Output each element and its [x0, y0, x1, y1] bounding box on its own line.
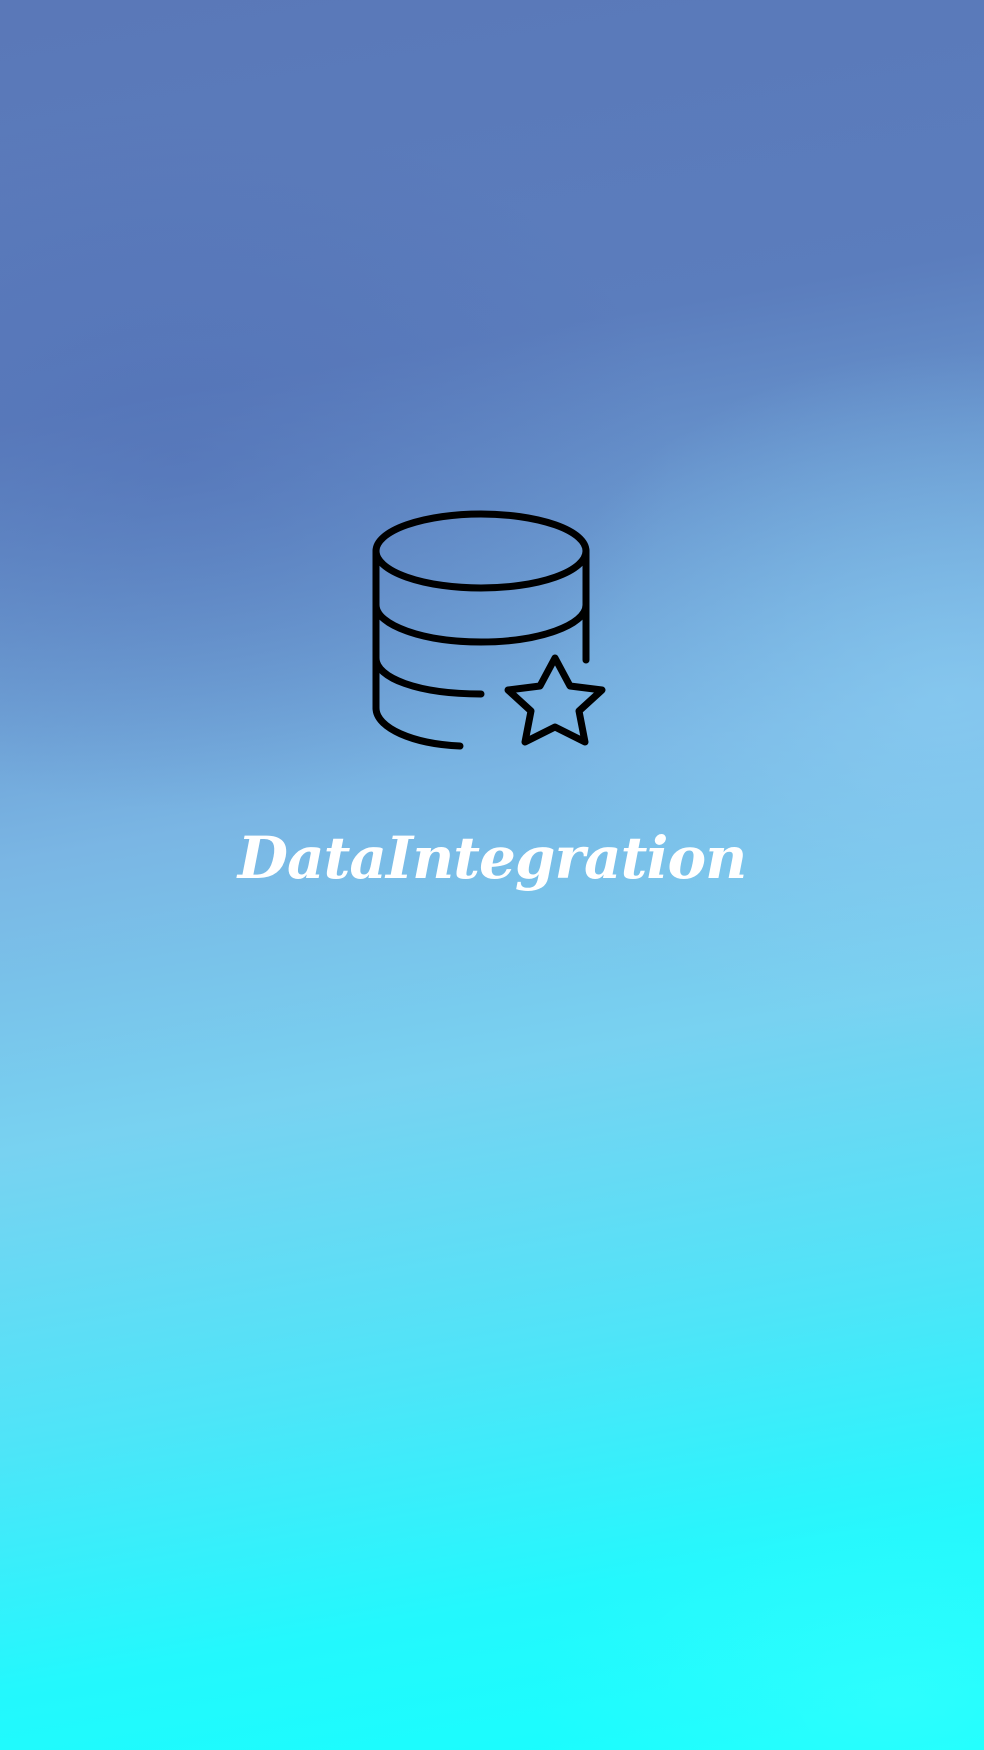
database-star-icon — [368, 508, 616, 764]
app-title: DataIntegration — [237, 824, 748, 892]
